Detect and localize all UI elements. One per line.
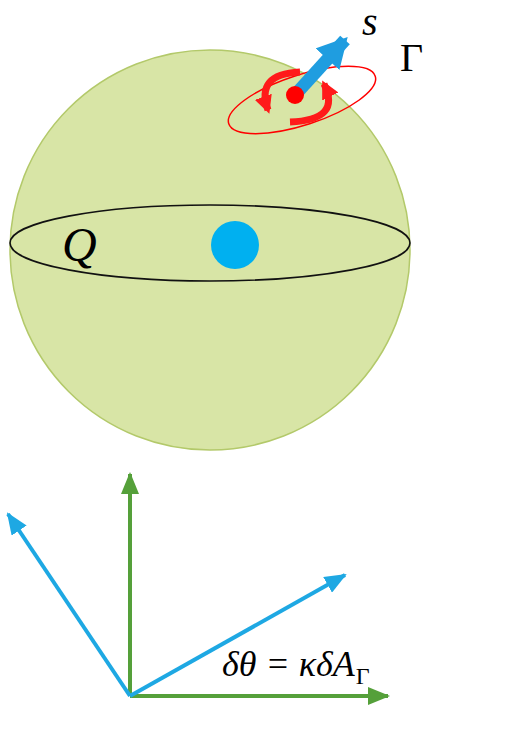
loop-label: Γ (400, 38, 423, 78)
phase-formula: δθ = κδA (222, 646, 355, 682)
sphere (10, 50, 410, 450)
axis-vertical (128, 474, 132, 696)
rotated-axis (8, 514, 130, 696)
axis-horizontal (130, 694, 388, 698)
loop-ellipse (221, 52, 383, 147)
equator (10, 205, 410, 281)
spin-label: s (362, 2, 378, 42)
particle-dot (286, 86, 304, 104)
charge-label: Q (62, 221, 97, 269)
spin-arrow (295, 40, 345, 95)
charge-dot (211, 221, 259, 269)
formula-subscript: Γ (356, 664, 370, 688)
